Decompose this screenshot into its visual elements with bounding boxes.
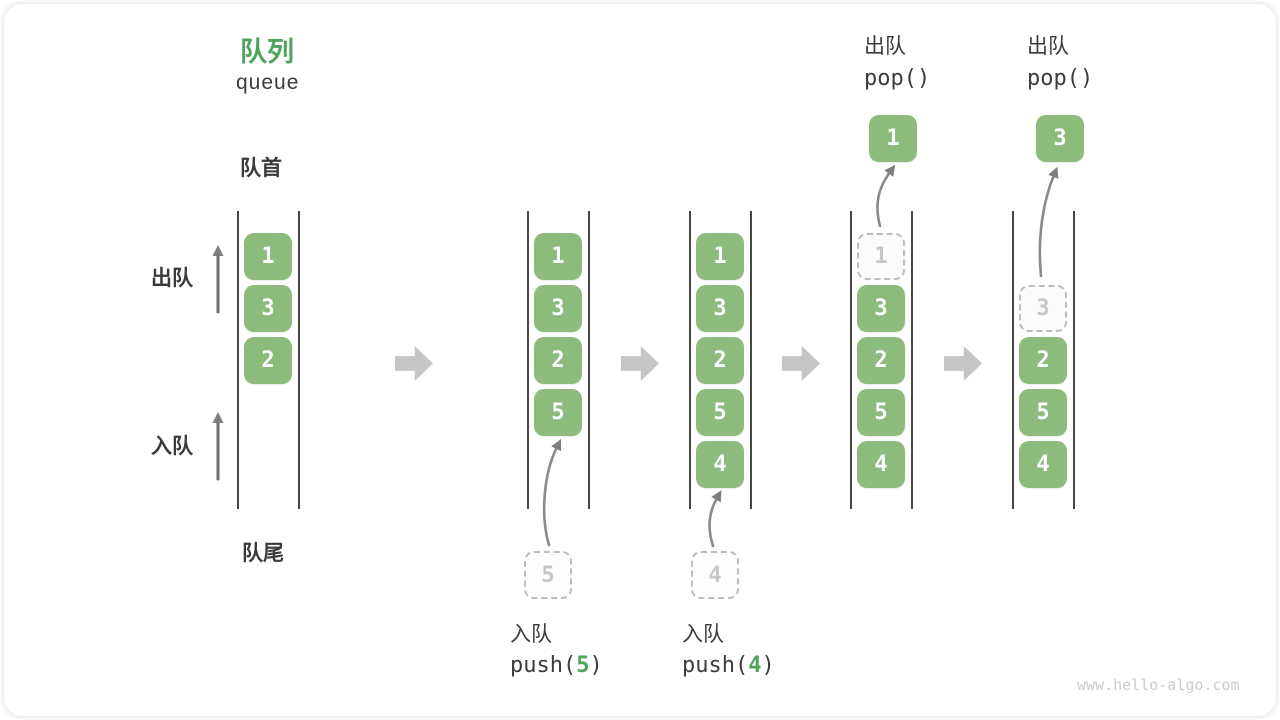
queue-item: 5 [857,389,905,436]
queue-item: 2 [244,337,292,384]
queue-wall-left [527,211,529,509]
queue-item: 2 [534,337,582,384]
queue-item: 2 [857,337,905,384]
queue-wall-right [1073,211,1075,509]
queue-item: 3 [696,285,744,332]
queue-state-1: 1 3 2 [237,0,300,720]
queue-wall-right [298,211,300,509]
dequeue-op-label: 出队 [1027,35,1069,58]
queue-item: 4 [857,441,905,488]
code-close: ) [761,653,775,678]
enqueue-op-code: push(4) [682,653,775,678]
queue-item: 5 [696,389,744,436]
watermark: www.hello-algo.com [1077,676,1240,694]
queue-item: 1 [696,233,744,280]
dequeue-side-label: 出队 [151,267,193,290]
queue-wall-right [911,211,913,509]
enqueue-op-code: push(5) [510,653,603,678]
code-fn: push( [682,653,749,678]
code-arg: 4 [748,653,762,678]
queue-item: 4 [696,441,744,488]
queue-wall-left [689,211,691,509]
popped-item: 3 [1036,115,1084,162]
title-zh: 队列 [240,37,294,67]
enqueue-op-label: 入队 [682,623,724,646]
queue-item: 1 [534,233,582,280]
queue-wall-left [237,211,239,509]
code-arg: 5 [576,653,590,678]
popped-item: 1 [869,115,917,162]
queue-item: 5 [534,389,582,436]
queue-state-4: 1 3 2 5 4 [850,0,913,720]
queue-item: 2 [1019,337,1067,384]
title-en: queue [236,71,300,94]
ghost-item: 3 [1019,285,1067,332]
code-fn: push( [510,653,577,678]
queue-state-3: 1 3 2 5 4 [689,0,752,720]
dequeue-op-code: pop() [1027,66,1094,91]
enqueue-op-label: 入队 [510,623,552,646]
queue-front-label: 队首 [240,157,282,180]
dequeue-op-code: pop() [864,66,931,91]
queue-rear-label: 队尾 [242,542,284,565]
queue-wall-right [588,211,590,509]
queue-wall-left [1012,211,1014,509]
queue-item: 3 [244,285,292,332]
queue-item: 1 [244,233,292,280]
queue-item: 3 [534,285,582,332]
pending-item: 5 [524,551,572,599]
queue-wall-left [850,211,852,509]
queue-item: 5 [1019,389,1067,436]
pending-item: 4 [691,551,739,599]
queue-state-5: 3 2 5 4 [1012,0,1075,720]
dequeue-op-label: 出队 [864,35,906,58]
queue-item: 4 [1019,441,1067,488]
queue-item: 2 [696,337,744,384]
ghost-item: 1 [857,233,905,280]
enqueue-side-label: 入队 [151,435,193,458]
code-close: ) [589,653,603,678]
queue-wall-right [750,211,752,509]
queue-state-2: 1 3 2 5 [527,0,590,720]
queue-item: 3 [857,285,905,332]
